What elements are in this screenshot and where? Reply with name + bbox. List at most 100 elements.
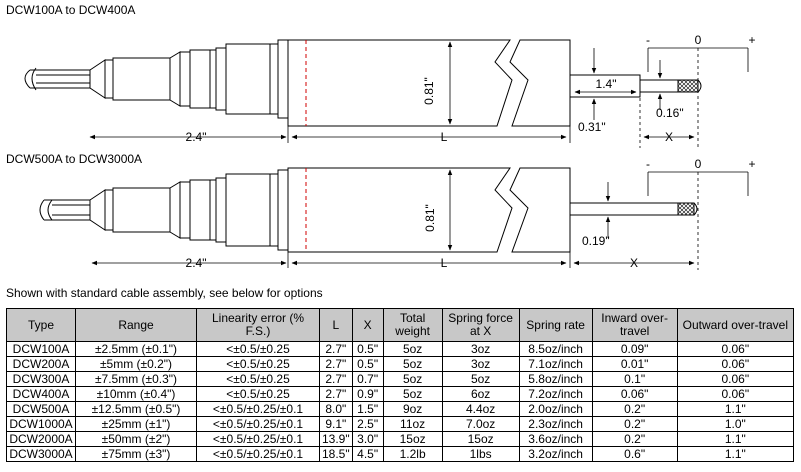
scale-plus: + [748, 157, 755, 171]
cable [30, 69, 90, 89]
cell-type: DCW500A [6, 401, 76, 417]
top-transducer-drawing [24, 39, 702, 127]
table-header-row: Type Range Linearity error (% F.S.) L X … [6, 308, 795, 342]
bottom-dimensions [91, 169, 749, 270]
cell-linearity: <±0.5/±0.25/±0.1 [196, 401, 320, 417]
cell-spring-rate: 3.2oz/inch [518, 446, 593, 462]
cell-weight: 5oz [382, 341, 443, 357]
cell-spring-rate: 7.2oz/inch [518, 386, 593, 402]
knurled-nut [225, 43, 271, 115]
cell-x: 0.5" [351, 356, 384, 372]
dim-length: L [441, 130, 448, 144]
strain-relief [89, 189, 106, 231]
cell-range: ±10mm (±0.4") [75, 386, 197, 402]
section-title-top: DCW100A to DCW400A [6, 3, 136, 17]
cell-l: 2.7" [319, 386, 353, 402]
dim-cable-length: 2.4" [186, 130, 207, 144]
cell-inward-overtravel: 0.1" [591, 371, 678, 387]
cell-weight: 11oz [382, 416, 443, 432]
cell-outward-overtravel: 0.06" [676, 341, 795, 357]
cell-inward-overtravel: 0.2" [591, 416, 678, 432]
cell-linearity: <±0.5/±0.25 [196, 356, 320, 372]
column-header-outward-overtravel: Outward over-travel [676, 308, 795, 342]
cell-range: ±7.5mm (±0.3") [75, 371, 197, 387]
column-header-l: L [319, 308, 353, 342]
dim-travel: X [665, 130, 673, 144]
dim-tip-diameter: 0.16" [656, 106, 684, 120]
cell-linearity: <±0.5/±0.25/±0.1 [196, 431, 320, 447]
cell-type: DCW100A [6, 341, 76, 357]
column-header-type: Type [6, 308, 76, 342]
scale-minus: - [646, 157, 650, 171]
cell-type: DCW400A [6, 386, 76, 402]
cell-spring-force: 3oz [441, 341, 520, 357]
cell-inward-overtravel: 0.2" [591, 401, 678, 417]
cell-outward-overtravel: 0.06" [676, 356, 795, 372]
cell-spring-force: 3oz [441, 356, 520, 372]
cell-weight: 5oz [382, 356, 443, 372]
strain-relief [89, 59, 106, 99]
cell-x: 2.5" [351, 416, 384, 432]
cell-weight: 9oz [382, 401, 443, 417]
top-dimension-labels: 0.81" L 2.4" 1.4" 0.31" 0.16" X - 0 + [186, 33, 756, 144]
top-dimensions [89, 41, 749, 148]
cable [44, 199, 90, 221]
cell-x: 4.5" [351, 446, 384, 462]
column-header-inward-overtravel: Inward over-travel [591, 308, 678, 342]
cell-inward-overtravel: 0.01" [591, 356, 678, 372]
connector-body [112, 57, 171, 101]
dim-body-diameter: 0.81" [423, 204, 437, 232]
cell-x: 0.5" [351, 341, 384, 357]
cell-range: ±50mm (±2") [75, 431, 197, 447]
cell-x: 1.5" [351, 401, 384, 417]
cell-weight: 15oz [382, 431, 443, 447]
cell-spring-rate: 2.3oz/inch [518, 416, 593, 432]
cell-type: DCW300A [6, 371, 76, 387]
cell-range: ±5mm (±0.2") [75, 356, 197, 372]
cell-spring-force: 7.0oz [441, 416, 520, 432]
cell-outward-overtravel: 1.1" [676, 431, 795, 447]
cell-outward-overtravel: 0.06" [676, 371, 795, 387]
dim-body-diameter: 0.81" [422, 77, 436, 105]
column-header-range: Range [75, 308, 197, 342]
connector-body [112, 187, 171, 233]
cell-range: ±12.5mm (±0.5") [75, 401, 197, 417]
cell-outward-overtravel: 1.0" [676, 416, 795, 432]
dim-rod-diameter: 0.31" [578, 120, 606, 134]
dim-probe-length: 1.4" [596, 77, 617, 91]
dim-cable-length: 2.4" [186, 256, 207, 270]
cell-x: 3.0" [351, 431, 384, 447]
cell-spring-rate: 2.0oz/inch [518, 401, 593, 417]
bottom-transducer-drawing [39, 167, 698, 253]
cell-spring-force: 15oz [441, 431, 520, 447]
cell-type: DCW1000A [6, 416, 76, 432]
cell-spring-force: 1lbs [441, 446, 520, 462]
probe-rod [569, 202, 679, 216]
column-header-weight: Total weight [382, 308, 443, 342]
cell-linearity: <±0.5/±0.25/±0.1 [196, 416, 320, 432]
main-body [287, 39, 513, 127]
cell-range: ±25mm (±1") [75, 416, 197, 432]
cell-spring-rate: 3.6oz/inch [518, 431, 593, 447]
probe-tip [639, 79, 679, 93]
cell-l: 13.9" [319, 431, 353, 447]
scale-zero: 0 [695, 157, 702, 171]
transducer-drawings: 0.81" L 2.4" 1.4" 0.31" 0.16" X - 0 + [24, 33, 756, 270]
cell-l: 8.0" [319, 401, 353, 417]
column-header-linearity: Linearity error (% F.S.) [196, 308, 320, 342]
bottom-dimension-labels: 0.81" L 2.4" 0.19" X - 0 + [186, 157, 756, 270]
scale-zero: 0 [695, 33, 702, 47]
cell-inward-overtravel: 0.09" [591, 341, 678, 357]
cell-linearity: <±0.5/±0.25 [196, 371, 320, 387]
cell-spring-force: 4.4oz [441, 401, 520, 417]
column-header-x: X [351, 308, 384, 342]
cell-linearity: <±0.5/±0.25 [196, 341, 320, 357]
scale-minus: - [646, 33, 650, 47]
dim-length: L [441, 256, 448, 270]
cell-outward-overtravel: 0.06" [676, 386, 795, 402]
